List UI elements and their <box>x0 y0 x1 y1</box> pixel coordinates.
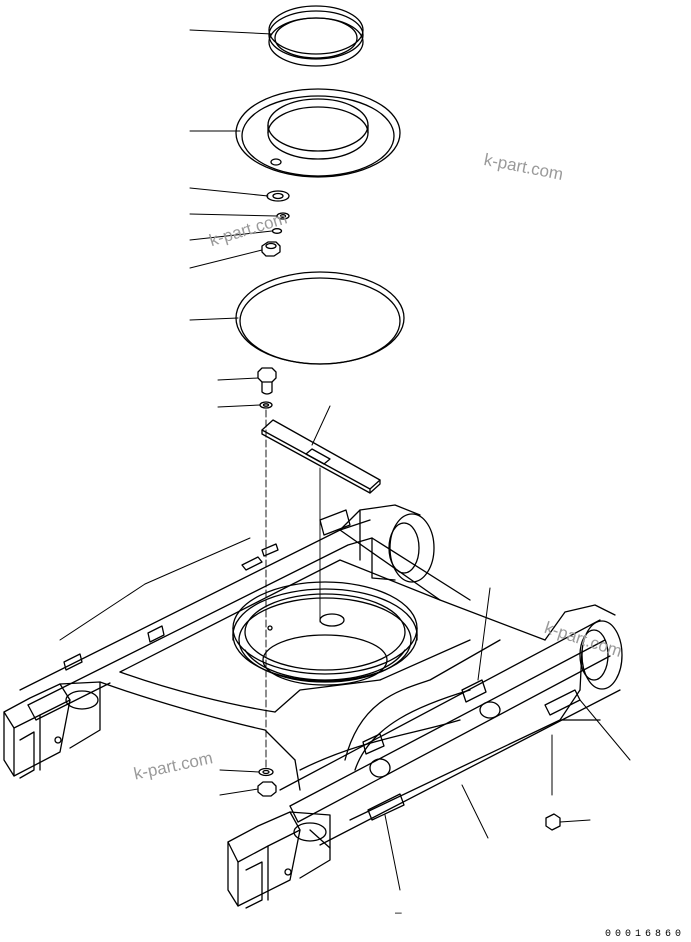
cover-plate <box>261 419 381 494</box>
callout-dash: – <box>395 905 402 919</box>
swing-circle <box>232 581 418 686</box>
right-rear-housing <box>544 604 623 691</box>
left-rear-housing <box>339 504 435 583</box>
assembly-lines <box>265 409 321 769</box>
left-front-end <box>3 681 101 779</box>
leader-lines <box>59 29 631 891</box>
brackets <box>63 509 581 821</box>
bolt <box>257 367 277 395</box>
bottom-nut <box>257 781 277 797</box>
washer <box>259 401 273 409</box>
o-ring <box>235 271 405 365</box>
lock-plate <box>266 190 290 202</box>
drawing-number: 00016860 <box>604 929 685 940</box>
right-front-end <box>227 811 331 909</box>
bottom-washer <box>258 767 274 777</box>
hex-nut <box>261 241 281 257</box>
retainer-plate <box>235 88 401 178</box>
drain-plug <box>545 813 561 831</box>
seal-ring <box>268 5 364 67</box>
